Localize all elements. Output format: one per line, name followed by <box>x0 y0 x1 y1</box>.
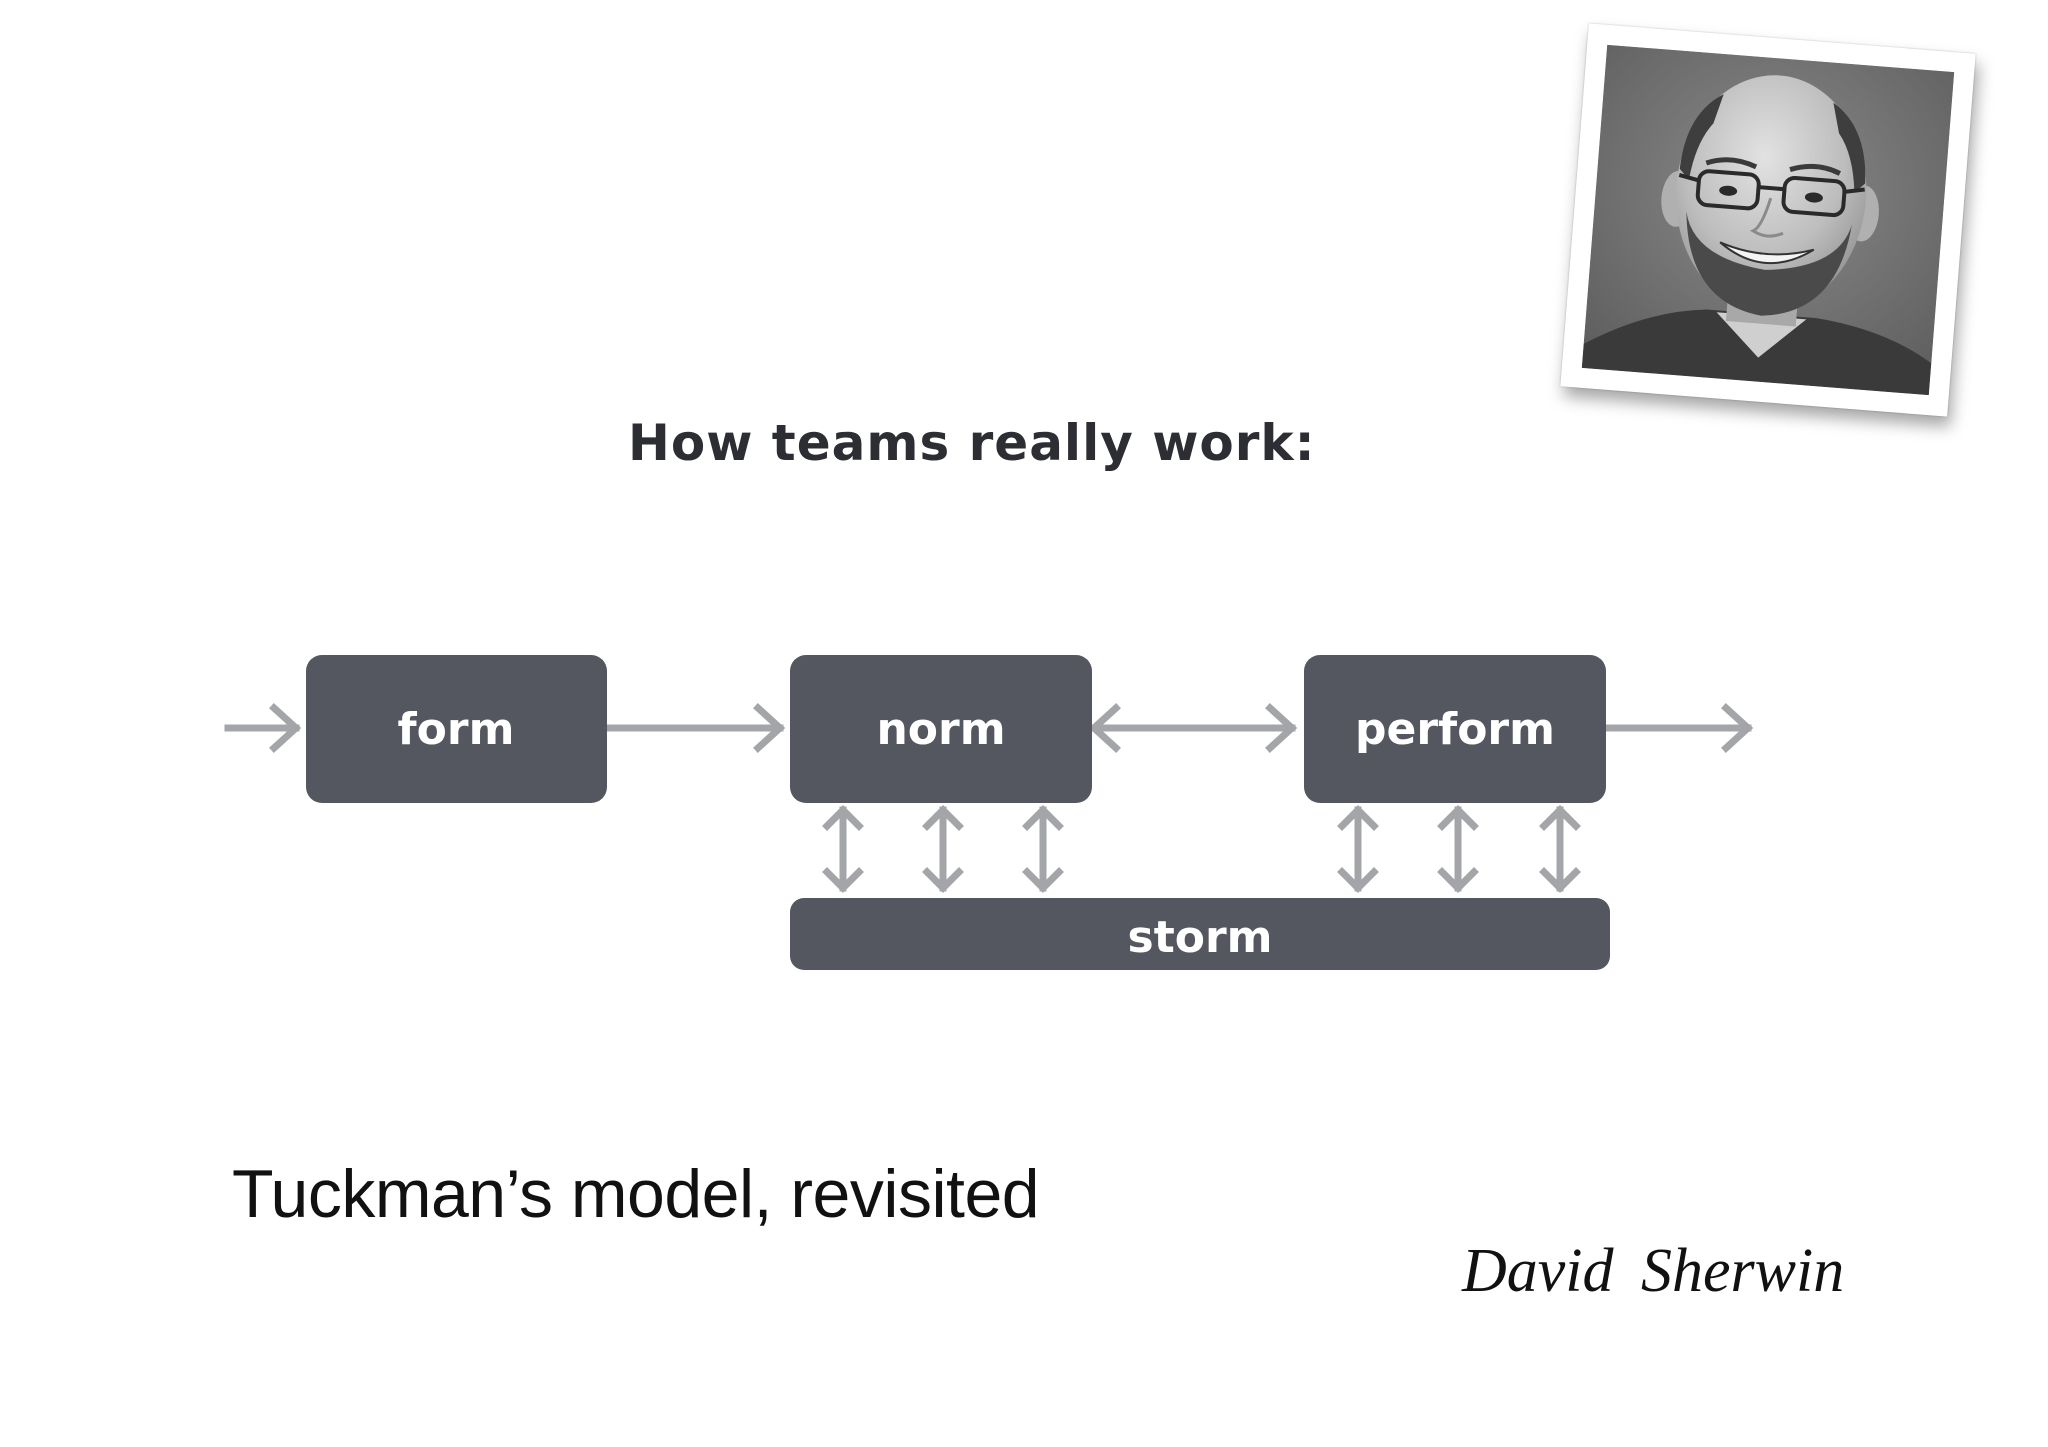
arrow-into-form <box>224 703 302 753</box>
portrait-photo <box>1581 44 1955 396</box>
portrait-frame <box>1560 23 1976 417</box>
node-perform: perform <box>1304 655 1606 803</box>
slide-caption: Tuckman’s model, revisited <box>232 1156 1040 1232</box>
node-form: form <box>306 655 607 803</box>
arrows-norm-storm <box>822 805 1064 893</box>
node-storm: storm <box>790 898 1610 970</box>
arrow-form-to-norm <box>603 703 786 753</box>
arrow-out-of-perform <box>1604 703 1754 753</box>
node-perform-label: perform <box>1355 704 1555 755</box>
author-signature: David Sherwin <box>1462 1237 1845 1305</box>
diagram-title-part-2: work: <box>1133 414 1316 472</box>
diagram-title-part-1: How teams <box>628 414 969 472</box>
arrows-perform-storm <box>1337 805 1581 893</box>
portrait-illustration <box>1581 44 1955 396</box>
arrow-norm-perform <box>1088 703 1298 753</box>
diagram-title: How teams really work: <box>628 414 1316 472</box>
node-norm: norm <box>790 655 1092 803</box>
node-form-label: form <box>398 704 515 755</box>
diagram-title-emphasis: really <box>968 414 1134 472</box>
node-norm-label: norm <box>876 704 1005 755</box>
node-storm-label: storm <box>1128 912 1273 963</box>
